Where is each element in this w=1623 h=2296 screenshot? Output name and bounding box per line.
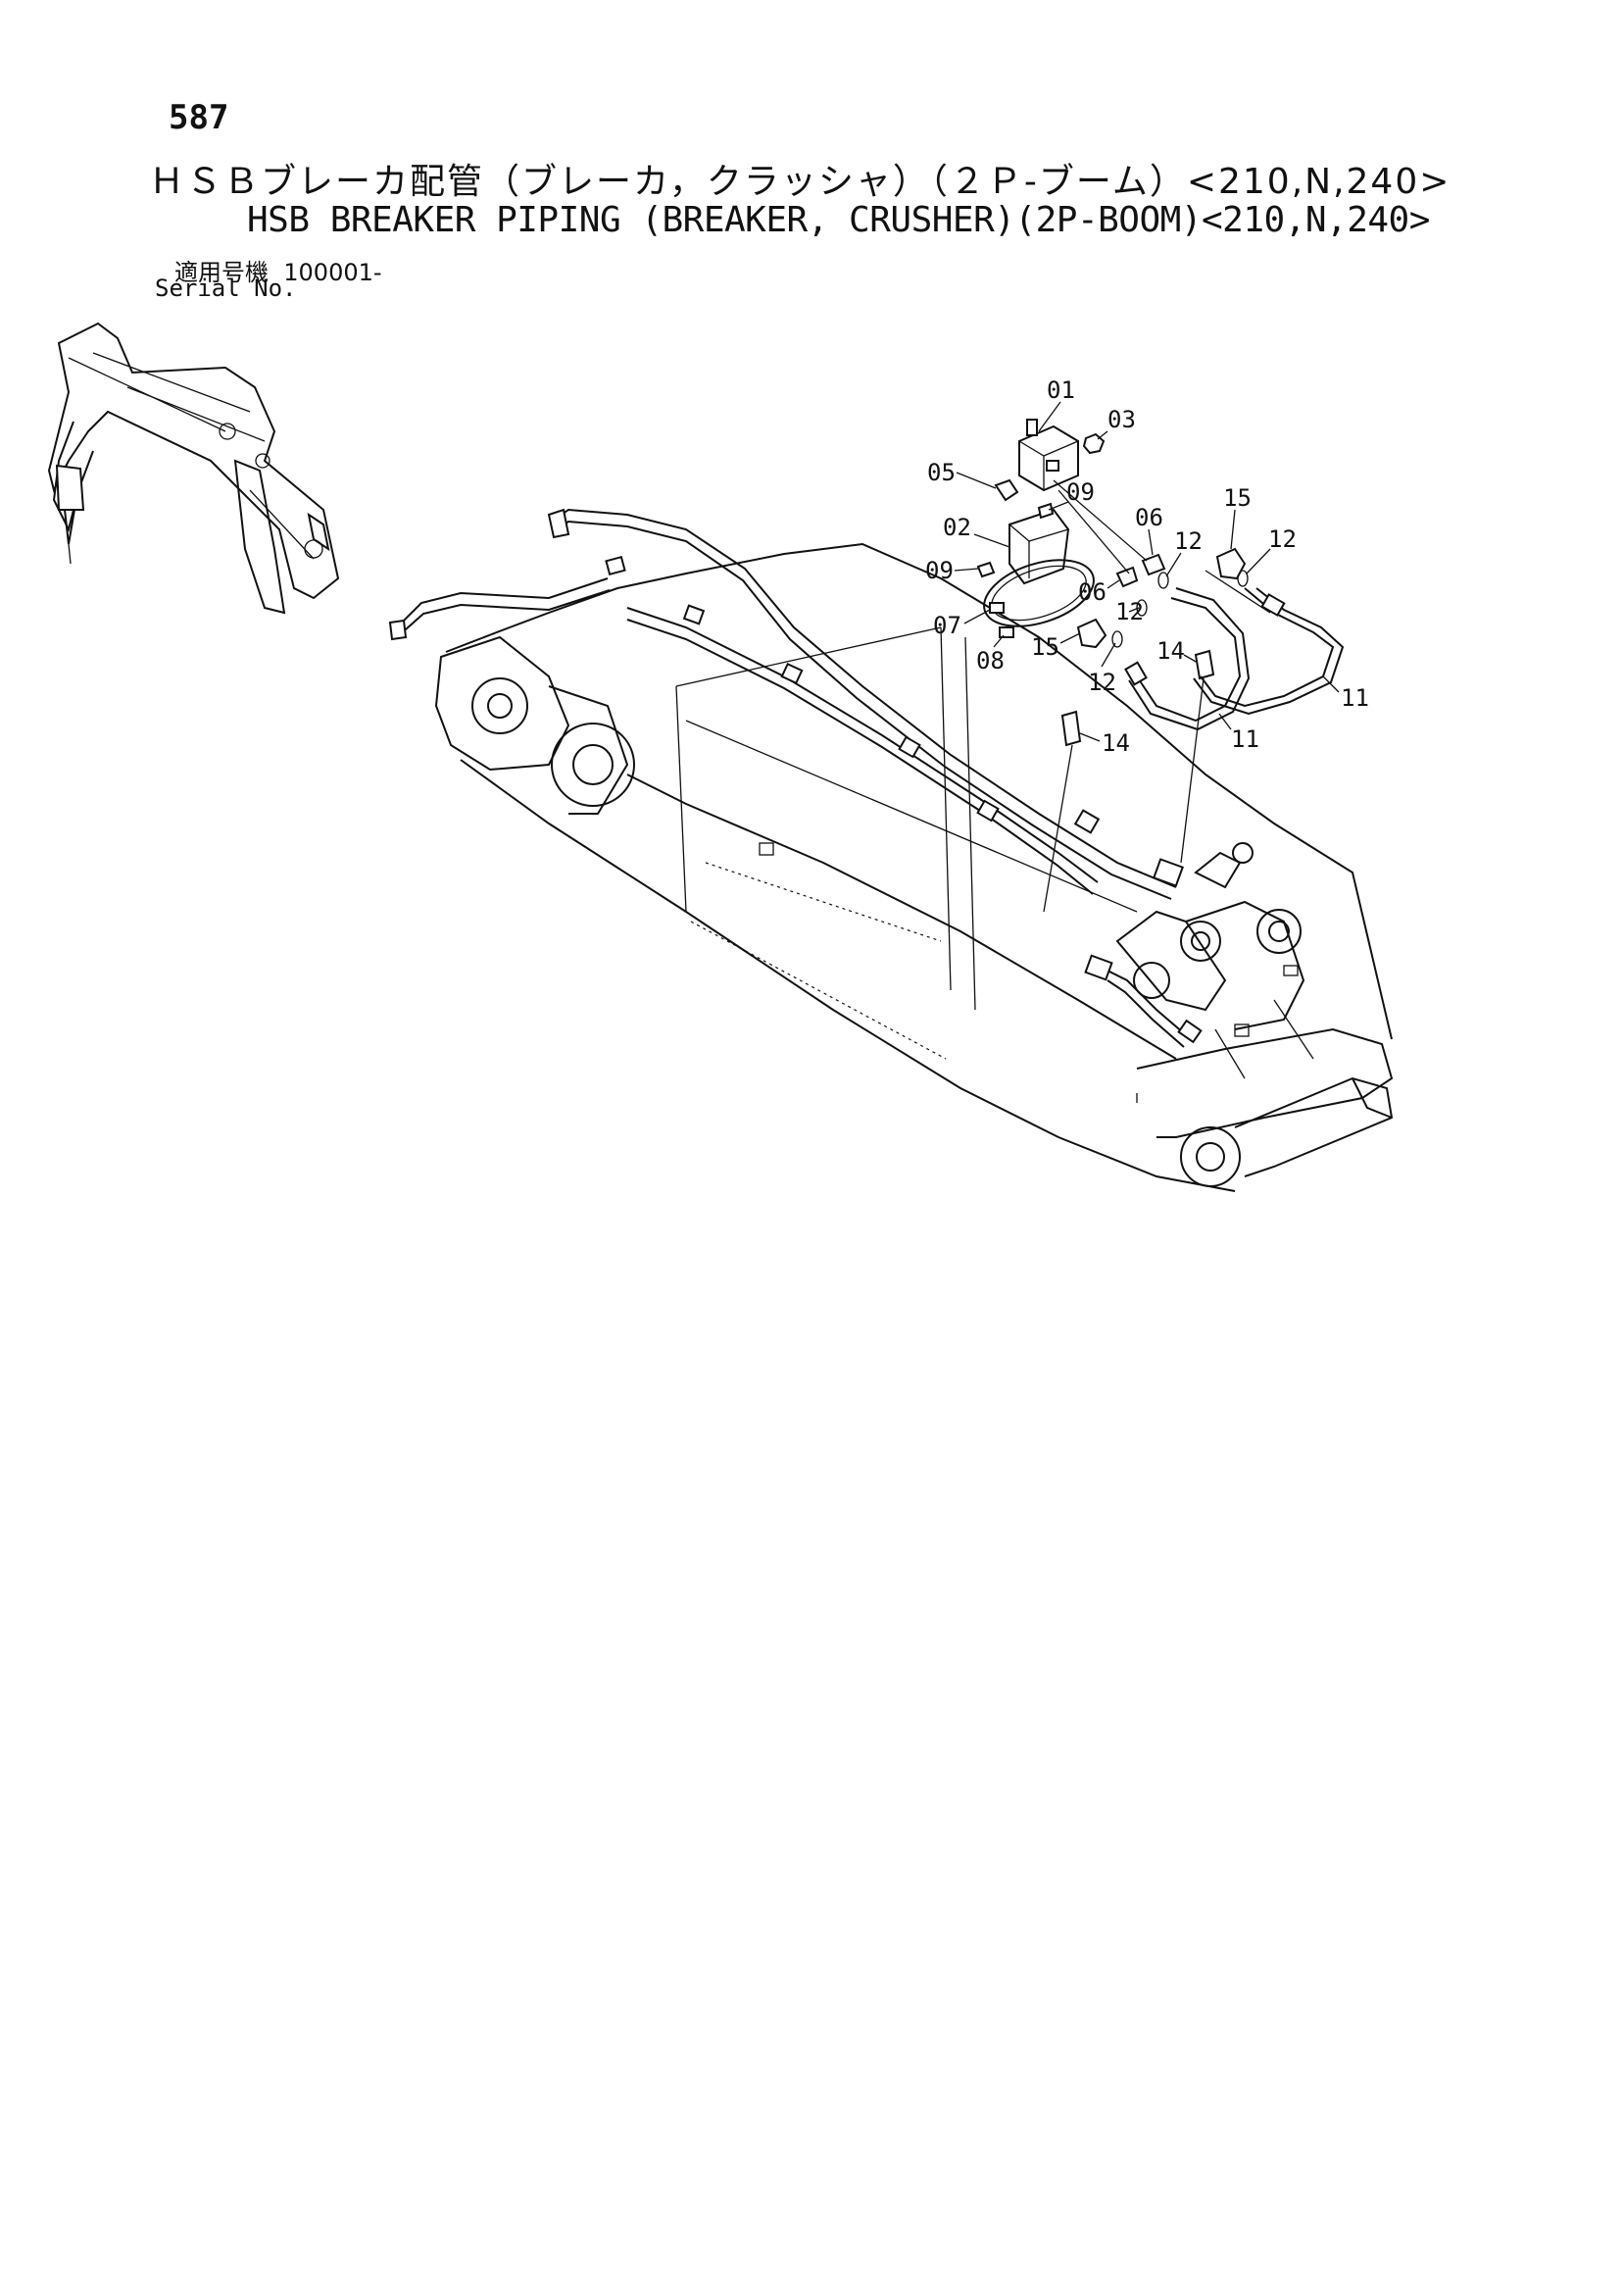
serial-label-english: Serial No.	[155, 275, 297, 302]
boom-body	[434, 542, 1394, 1192]
callout-02: 02	[943, 514, 971, 541]
callout-12-lower: 12	[1088, 669, 1116, 696]
boom-pipelines	[388, 508, 1254, 1048]
callout-14-upper: 14	[1156, 637, 1185, 665]
callout-09-upper: 09	[1066, 478, 1095, 506]
callout-12-upper: 12	[1174, 527, 1203, 555]
callout-05: 05	[927, 459, 956, 486]
callout-01: 01	[1047, 376, 1075, 404]
callout-15-lower: 15	[1031, 633, 1059, 661]
page-title-english: HSB BREAKER PIPING (BREAKER, CRUSHER)(2P…	[247, 200, 1430, 240]
callout-08: 08	[976, 647, 1005, 674]
callout-09-lower: 09	[925, 557, 954, 584]
callout-11-right: 11	[1341, 684, 1369, 712]
serial-value: 100001-	[283, 259, 382, 286]
valve-bracket-assembly	[976, 419, 1345, 913]
callout-15-upper: 15	[1223, 484, 1252, 512]
excavator-front-inset	[47, 322, 340, 615]
callout-labels: 01 03 05 09 02 06 12 15 12 09 06 12 07	[925, 376, 1369, 757]
callout-12-right: 12	[1268, 525, 1297, 553]
callout-03: 03	[1107, 406, 1136, 433]
page-title-japanese: ＨＳＢブレーカ配管（ブレーカ，クラッシャ）（２Ｐ-ブーム）<210,N,240>	[149, 162, 1451, 202]
callout-07: 07	[933, 612, 961, 639]
callout-14-lower: 14	[1102, 729, 1130, 757]
page-number: 587	[169, 98, 229, 137]
exploded-parts-diagram: 01 03 05 09 02 06 12 15 12 09 06 12 07	[47, 322, 1394, 1192]
serial-number-line: 適用号機 100001-	[174, 253, 382, 287]
serial-label-japanese: 適用号機	[174, 259, 269, 286]
callout-11-lower: 11	[1231, 725, 1259, 753]
callout-06-upper: 06	[1135, 504, 1163, 531]
callout-06-lower: 06	[1078, 578, 1107, 606]
